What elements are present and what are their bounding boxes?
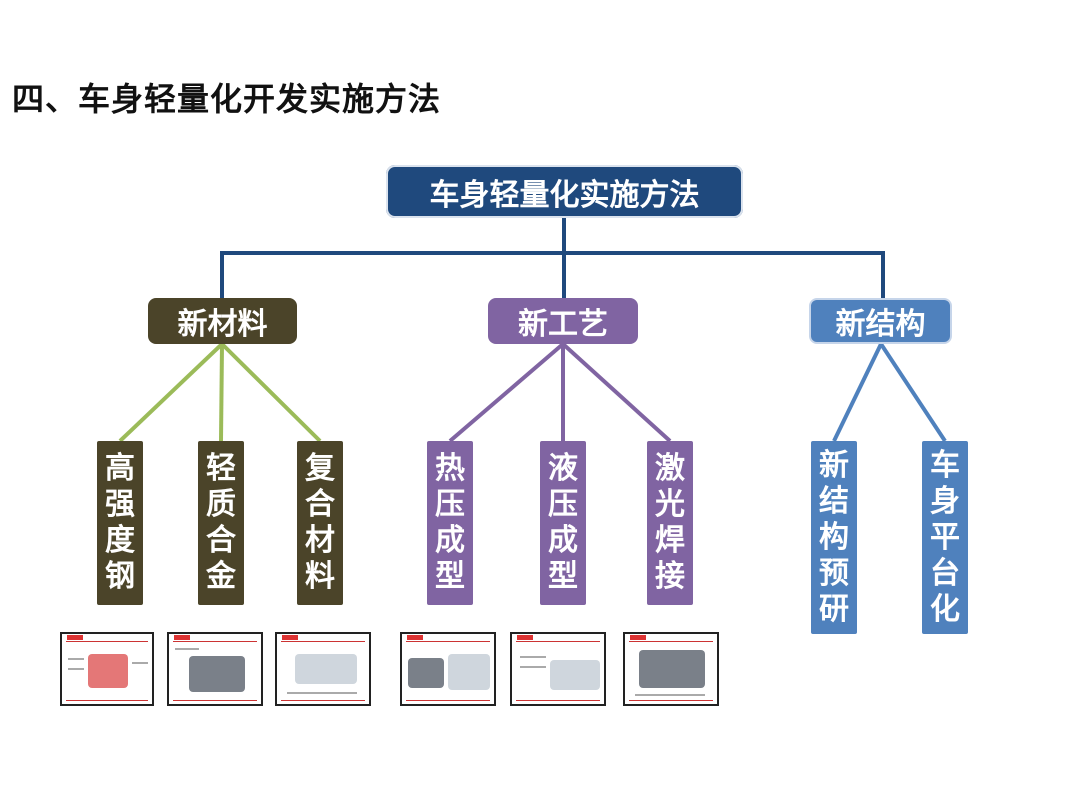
connector-process-branches <box>448 342 672 443</box>
category-new-materials: 新材料 <box>148 298 297 344</box>
leaf-char: 结 <box>819 483 849 519</box>
leaf-char: 热 <box>435 451 465 486</box>
leaf-new-structure-research: 新 结 构 预 研 <box>811 441 857 634</box>
leaf-char: 度 <box>105 523 135 558</box>
leaf-body-platform: 车 身 平 台 化 <box>922 441 968 634</box>
leaf-char: 型 <box>548 559 578 594</box>
leaf-char: 构 <box>819 519 849 555</box>
leaf-char: 强 <box>105 487 135 522</box>
connector-structure-branches <box>832 342 947 443</box>
leaf-char: 钢 <box>105 559 135 594</box>
connector-material-branches <box>118 342 322 443</box>
leaf-char: 车 <box>930 447 960 483</box>
leaf-char: 激 <box>655 451 685 486</box>
leaf-laser-welding: 激 光 焊 接 <box>647 441 693 605</box>
slide-thumbnail <box>275 632 371 706</box>
leaf-composite-material: 复 合 材 料 <box>297 441 343 605</box>
leaf-char: 焊 <box>655 523 685 558</box>
leaf-char: 材 <box>305 523 335 558</box>
leaf-char: 成 <box>435 523 465 558</box>
slide-thumbnail <box>400 632 496 706</box>
leaf-char: 高 <box>105 451 135 486</box>
leaf-char: 复 <box>305 451 335 486</box>
leaf-char: 料 <box>305 559 335 594</box>
slide-thumbnail <box>60 632 154 706</box>
leaf-char: 研 <box>819 591 849 627</box>
leaf-char: 液 <box>548 451 578 486</box>
slide-thumbnail <box>167 632 263 706</box>
leaf-char: 化 <box>930 591 960 627</box>
leaf-char: 身 <box>930 483 960 519</box>
leaf-char: 平 <box>930 519 960 555</box>
leaf-char: 光 <box>655 487 685 522</box>
leaf-char: 金 <box>206 559 236 594</box>
leaf-char: 压 <box>548 487 578 522</box>
leaf-high-strength-steel: 高 强 度 钢 <box>97 441 143 605</box>
leaf-char: 合 <box>206 523 236 558</box>
slide-thumbnail <box>623 632 719 706</box>
leaf-char: 型 <box>435 559 465 594</box>
leaf-lightweight-alloy: 轻 质 合 金 <box>198 441 244 605</box>
root-node: 车身轻量化实施方法 <box>386 165 743 218</box>
leaf-hydroforming: 液 压 成 型 <box>540 441 586 605</box>
leaf-hot-stamping: 热 压 成 型 <box>427 441 473 605</box>
leaf-char: 合 <box>305 487 335 522</box>
leaf-char: 成 <box>548 523 578 558</box>
leaf-char: 轻 <box>206 451 236 486</box>
page-title: 四、车身轻量化开发实施方法 <box>12 80 442 118</box>
leaf-char: 质 <box>206 487 236 522</box>
leaf-char: 台 <box>930 555 960 591</box>
leaf-char: 接 <box>655 559 685 594</box>
category-new-processes: 新工艺 <box>488 298 638 344</box>
slide-thumbnail <box>510 632 606 706</box>
leaf-char: 预 <box>819 555 849 591</box>
leaf-char: 压 <box>435 487 465 522</box>
category-new-structures: 新结构 <box>809 298 952 344</box>
connector-root-branches <box>220 251 885 298</box>
leaf-char: 新 <box>819 447 849 483</box>
